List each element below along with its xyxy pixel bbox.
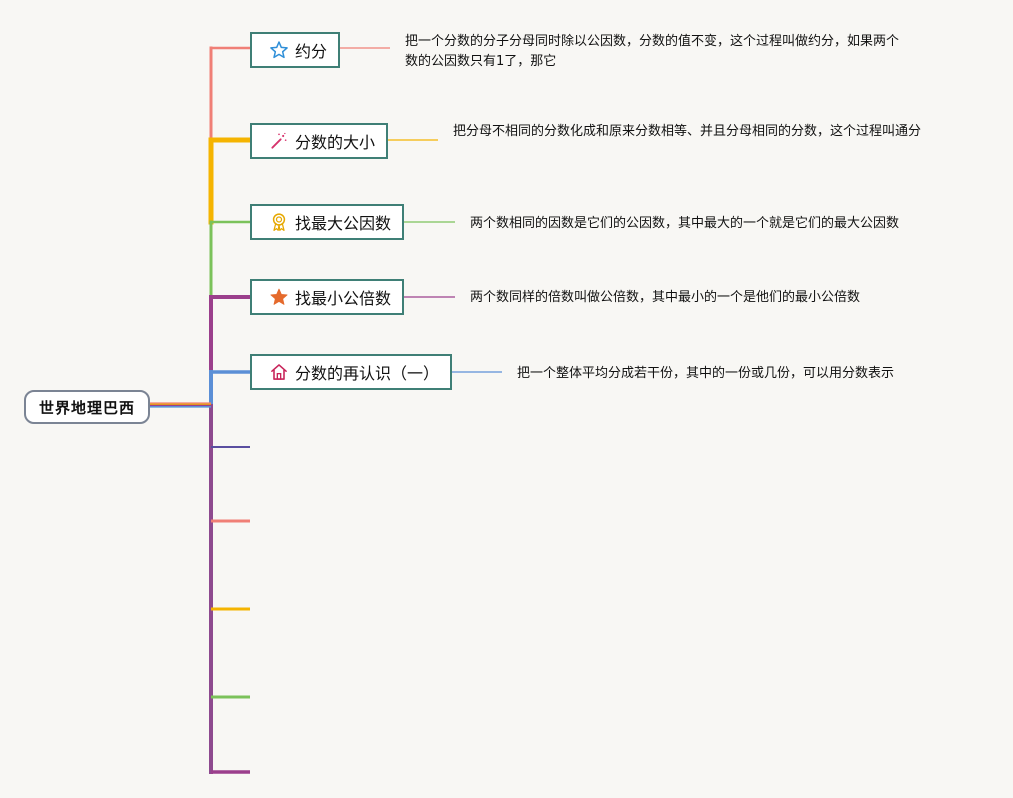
topic-label: 分数的再认识（一） xyxy=(295,364,440,383)
topic-description: 两个数相同的因数是它们的公因数，其中最大的一个就是它们的最大公因数 xyxy=(470,216,900,231)
award-ribbon-icon xyxy=(269,212,289,232)
topic-node-fenshu-daxiao[interactable]: 分数的大小 xyxy=(250,123,388,159)
topic-description: 把一个分数的分子分母同时除以公因数，分数的值不变，这个过程叫做约分，如果两个数的… xyxy=(405,34,900,69)
topic-label: 找最大公因数 xyxy=(295,214,392,233)
topic-node-yuefen[interactable]: 约分 xyxy=(250,32,340,68)
root-topic-label: 世界地理巴西 xyxy=(38,398,135,417)
topic-node-fenshu-zairenshi[interactable]: 分数的再认识（一） xyxy=(250,354,452,390)
home-icon xyxy=(269,362,289,382)
magic-wand-icon xyxy=(269,131,289,151)
star-outline-icon xyxy=(269,40,289,60)
star-filled-icon xyxy=(269,287,289,307)
topic-label: 找最小公倍数 xyxy=(295,289,392,308)
topic-description: 把一个整体平均分成若干份，其中的一份或几份，可以用分数表示 xyxy=(517,366,895,381)
topic-description: 把分母不相同的分数化成和原来分数相等、并且分母相同的分数，这个过程叫通分 xyxy=(453,124,922,139)
topic-description: 两个数同样的倍数叫做公倍数，其中最小的一个是他们的最小公倍数 xyxy=(470,290,861,305)
topic-label: 分数的大小 xyxy=(295,133,376,152)
topic-node-zuixiao-gongbeishu[interactable]: 找最小公倍数 xyxy=(250,279,404,315)
topic-node-zuida-gongyinshu[interactable]: 找最大公因数 xyxy=(250,204,404,240)
root-topic[interactable]: 世界地理巴西 xyxy=(24,390,150,424)
topic-label: 约分 xyxy=(295,42,328,61)
